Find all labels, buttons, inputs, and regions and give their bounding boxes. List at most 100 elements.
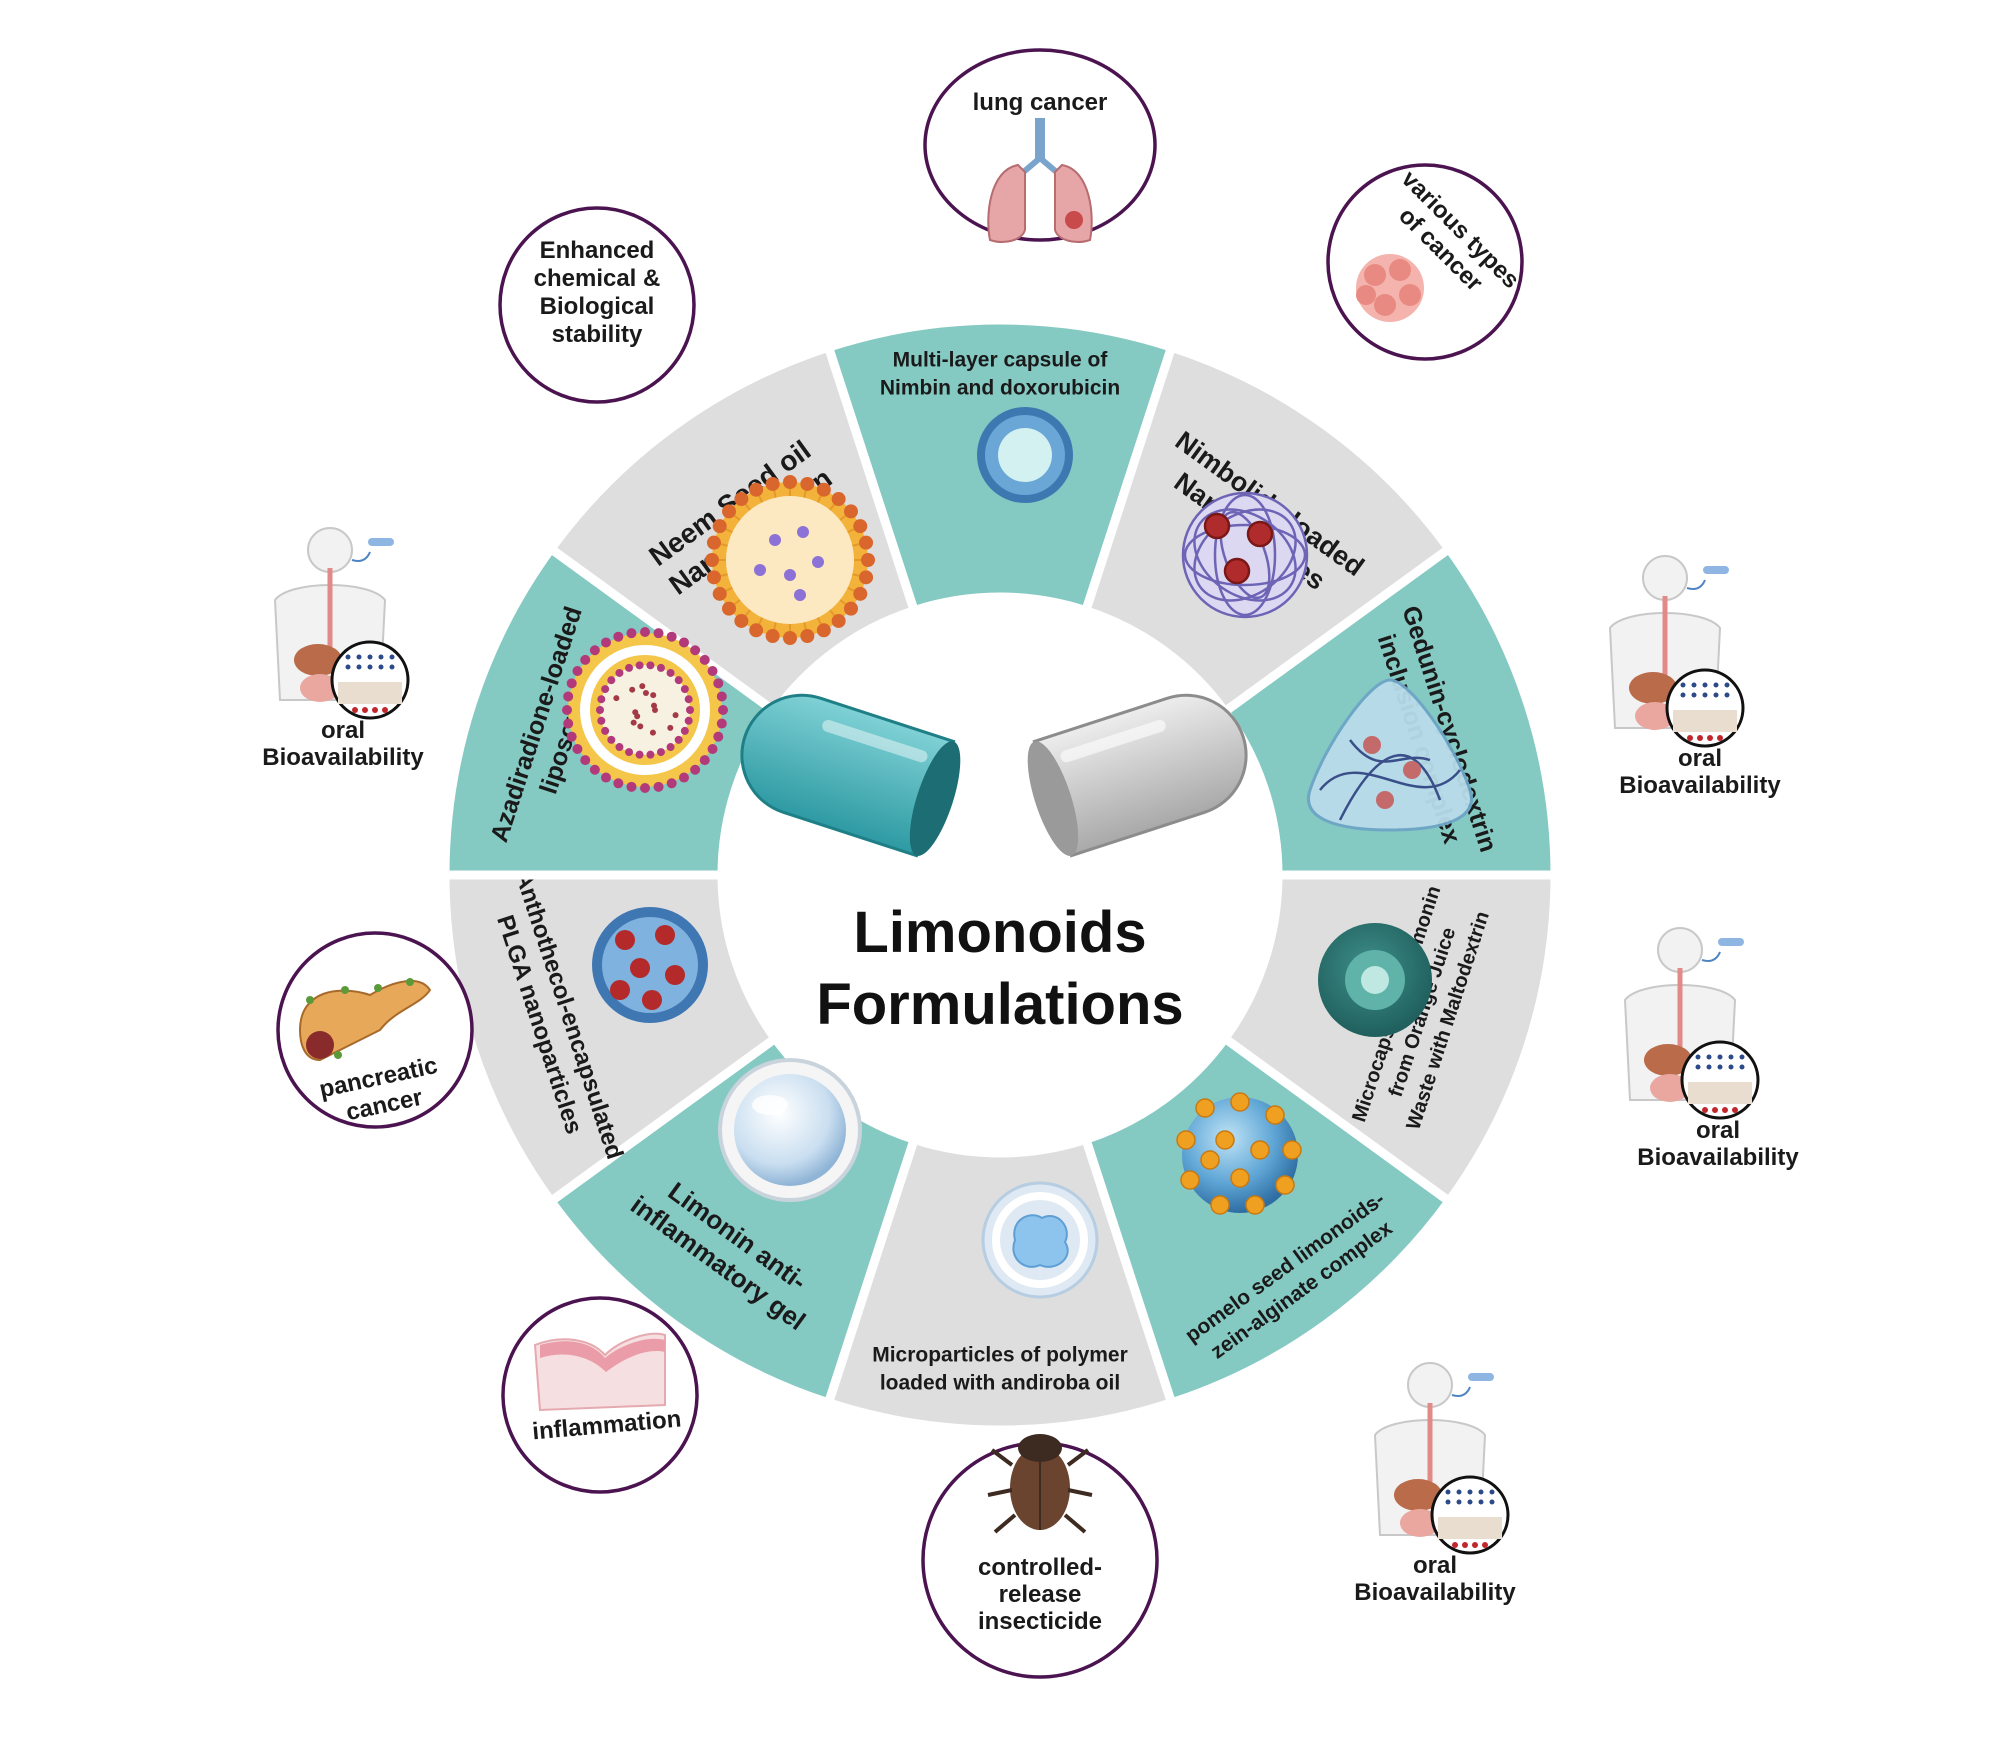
lipid-head-outer: [718, 705, 728, 715]
drug-particle: [1478, 1499, 1484, 1505]
surfactant-head: [816, 623, 831, 638]
surfactant-head: [783, 475, 797, 489]
drug-particle: [1680, 682, 1686, 688]
lipid-head-inner: [680, 685, 689, 694]
body-head: [1657, 927, 1703, 973]
lipid-head-inner: [625, 748, 634, 757]
lipid-head-outer: [653, 781, 664, 792]
drug-particle: [345, 654, 351, 660]
oral-left-label-1: oral: [321, 717, 365, 744]
lipid-head-outer: [572, 744, 583, 754]
lipid-head-inner: [615, 668, 624, 677]
blood-cell: [352, 707, 358, 713]
capsule-icon: [740, 693, 1248, 858]
lipid-head-outer: [563, 718, 574, 729]
liposome-lipid-heads: [562, 627, 728, 793]
lipid-head-outer: [562, 705, 572, 715]
skin-tissue-icon: [533, 1332, 666, 1412]
surfactant-head: [800, 629, 815, 644]
zein-particle: [1275, 1175, 1295, 1195]
lipid-head-inner: [597, 716, 606, 725]
zein-particle: [1230, 1092, 1250, 1112]
arrow-icon: [1701, 951, 1721, 962]
lipid-head-outer: [580, 654, 591, 665]
lipid-head-outer: [601, 772, 611, 783]
microparticle-icon: [981, 1181, 1099, 1299]
drug-particle: [1724, 692, 1730, 698]
drug-particle: [1456, 1489, 1462, 1495]
drug-particle: [1702, 682, 1708, 688]
oral-right-upper-label-1: oral: [1678, 745, 1722, 772]
drug-particle: [1728, 1054, 1734, 1060]
surfactant-head: [859, 570, 874, 585]
lipid-head-outer: [566, 678, 577, 689]
lipid-head-inner: [666, 743, 675, 752]
bubble-insecticide-label-3: insecticide: [978, 1608, 1102, 1635]
surfactant-head: [853, 519, 868, 534]
surfactant-head: [749, 482, 764, 497]
liver: [1394, 1479, 1442, 1511]
tumor-cells-icon: [1356, 254, 1424, 322]
lipid-head-outer: [707, 666, 718, 676]
lipid-head-inner: [686, 706, 694, 714]
arrow-icon: [351, 551, 371, 562]
lipid-head-outer: [653, 628, 664, 639]
oral-left-label-2: Bioavailability: [262, 744, 424, 771]
blood-cell: [1452, 1542, 1458, 1548]
segment-multilayer-label-1: Multi-layer capsule of: [893, 349, 1109, 372]
lipid-head-inner: [601, 685, 610, 694]
lipid-head-outer: [679, 772, 689, 783]
drug-particle: [389, 654, 395, 660]
lipid-head-inner: [666, 668, 675, 677]
lipid-head-outer: [626, 628, 637, 639]
intestine: [1635, 702, 1675, 730]
lipid-head-inner: [656, 748, 665, 757]
polymer-nanoparticle-icon: [1181, 491, 1309, 619]
absorption-zoom-circle: [1665, 668, 1745, 748]
surfactant-head: [706, 570, 721, 585]
bubble-insecticide-label-1: controlled-: [978, 1554, 1102, 1581]
zein-particle: [1200, 1150, 1220, 1170]
cargo-molecule: [642, 690, 649, 697]
intestine: [300, 674, 340, 702]
blood-cell: [1722, 1107, 1728, 1113]
lipid-head-inner: [635, 661, 644, 670]
drug-particle: [1717, 1054, 1723, 1060]
segment-andiroba-label-2: loaded with andiroba oil: [880, 1372, 1120, 1395]
drug-particle: [1706, 1064, 1712, 1070]
epithelium-layer: [1438, 1517, 1502, 1539]
lipid-head-outer: [666, 631, 677, 642]
lipid-head-outer: [640, 783, 650, 793]
drug-particle: [378, 664, 384, 670]
lipid-head-outer: [707, 744, 718, 754]
lipid-head-outer: [589, 645, 600, 656]
surfactant-head: [800, 476, 815, 491]
oral-bottom-right-label-2: Bioavailability: [1354, 1579, 1516, 1606]
intestine: [1400, 1509, 1440, 1537]
lipid-head-inner: [601, 726, 610, 735]
drug-particle: [1445, 1489, 1451, 1495]
blood-cell: [1717, 735, 1723, 741]
liposome-icon: [568, 633, 722, 787]
lipid-head-inner: [674, 676, 683, 685]
lipid-head-outer: [613, 778, 624, 789]
surfactant-head: [722, 601, 737, 616]
bubble-stability-label-1: Enhanced: [540, 237, 655, 264]
absorption-zoom-circle: [330, 640, 410, 720]
lipid-head-inner: [597, 695, 606, 704]
drug-particle: [1713, 692, 1719, 698]
lipid-head-inner: [684, 695, 693, 704]
surfactant-head: [712, 586, 727, 601]
drug-particle: [1739, 1054, 1745, 1060]
lipid-head-inner: [680, 726, 689, 735]
segment-multilayer-label-2: Nimbin and doxorubicin: [880, 377, 1120, 400]
multilayer-capsule-icon: [977, 407, 1073, 503]
blood-cell: [1462, 1542, 1468, 1548]
drug-particle: [1467, 1499, 1473, 1505]
lipid-head-inner: [646, 661, 655, 670]
lipid-head-outer: [679, 637, 689, 648]
